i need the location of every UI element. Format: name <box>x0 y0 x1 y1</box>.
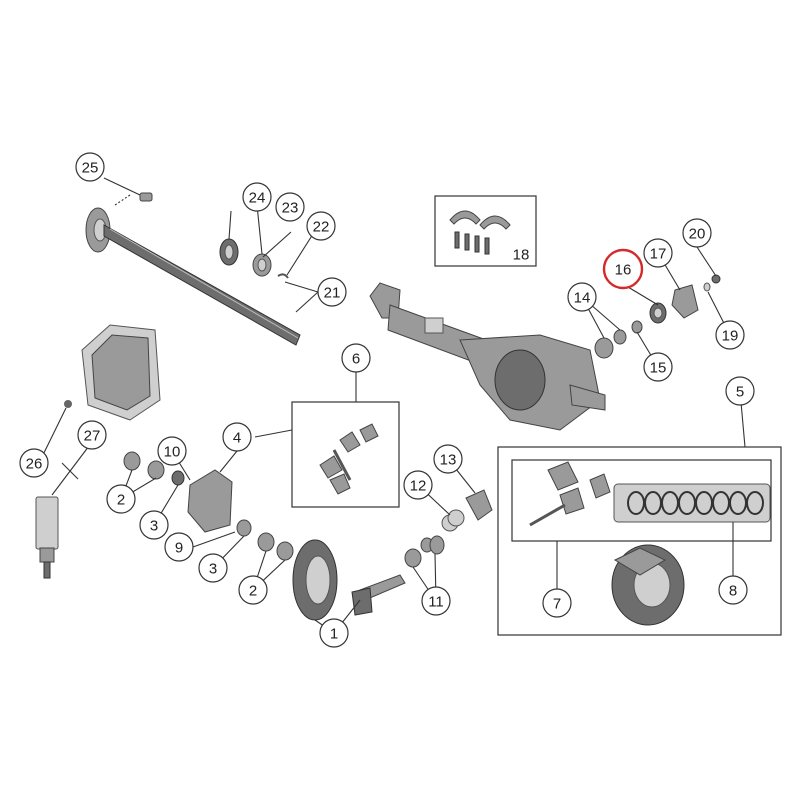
axle-shaft <box>85 207 301 346</box>
box-7 <box>511 459 772 542</box>
svg-text:18: 18 <box>513 247 530 264</box>
svg-text:27: 27 <box>84 428 101 445</box>
svg-text:11: 11 <box>428 594 444 611</box>
svg-text:20: 20 <box>689 226 706 243</box>
callout-23: 23 <box>275 192 305 222</box>
axle-housing <box>369 282 606 431</box>
callout-16: 16 <box>602 248 644 290</box>
svg-text:16: 16 <box>615 262 632 279</box>
retaining-clip <box>277 273 289 279</box>
pinion-nut <box>465 489 493 521</box>
svg-text:13: 13 <box>440 452 457 469</box>
box-5 <box>497 446 782 636</box>
callout-4: 4 <box>222 422 252 452</box>
svg-text:26: 26 <box>26 456 43 473</box>
svg-text:12: 12 <box>410 478 427 495</box>
carrier-bearings-left <box>123 451 294 561</box>
axle-seal <box>219 238 239 266</box>
svg-text:1: 1 <box>330 626 338 643</box>
svg-text:22: 22 <box>313 219 330 236</box>
callout-11: 11 <box>421 586 451 616</box>
callout-24: 24 <box>242 182 272 212</box>
callout-6: 6 <box>341 343 371 373</box>
callout-13: 13 <box>433 444 463 474</box>
svg-text:5: 5 <box>736 384 744 401</box>
callout-27: 27 <box>77 420 107 450</box>
sealant-tube <box>35 496 59 579</box>
svg-text:2: 2 <box>117 492 125 509</box>
callout-12: 12 <box>403 470 433 500</box>
callout-21: 21 <box>317 277 347 307</box>
svg-text:9: 9 <box>175 540 183 557</box>
crush-sleeve <box>441 509 465 532</box>
callout-7: 7 <box>542 588 572 618</box>
callout-17: 17 <box>643 238 673 268</box>
lsd-carrier <box>611 544 685 626</box>
callout-19: 19 <box>715 320 745 350</box>
svg-text:8: 8 <box>729 583 737 600</box>
svg-text:21: 21 <box>324 285 341 302</box>
pinion-parts <box>594 274 721 359</box>
svg-text:14: 14 <box>574 290 591 307</box>
callout-5: 5 <box>725 376 755 406</box>
svg-text:10: 10 <box>164 444 181 461</box>
u-bolt-straps <box>449 210 511 255</box>
wheel-stud <box>114 192 153 206</box>
callout-14: 14 <box>567 282 597 312</box>
diff-cover <box>64 324 161 421</box>
svg-text:17: 17 <box>650 246 667 263</box>
box-18 <box>434 195 537 267</box>
callout-15: 15 <box>643 352 673 382</box>
svg-text:2: 2 <box>249 583 257 600</box>
callout-25: 25 <box>75 152 105 182</box>
svg-text:3: 3 <box>209 561 217 578</box>
callout-22: 22 <box>306 211 336 241</box>
axle-bearing <box>252 253 272 277</box>
callout-9: 9 <box>164 532 194 562</box>
callout-3a: 3 <box>139 510 169 540</box>
svg-text:19: 19 <box>722 328 739 345</box>
svg-text:15: 15 <box>650 360 667 377</box>
svg-text:25: 25 <box>82 160 99 177</box>
callout-2b: 2 <box>238 575 268 605</box>
callout-20: 20 <box>682 218 712 248</box>
box-6 <box>291 401 400 508</box>
clutch-packs <box>613 483 771 523</box>
callout-1: 1 <box>319 618 349 648</box>
svg-text:7: 7 <box>553 596 561 613</box>
callout-10: 10 <box>157 436 187 466</box>
callout-2a: 2 <box>106 484 136 514</box>
callout-8: 8 <box>718 575 748 605</box>
svg-text:3: 3 <box>150 518 158 535</box>
lsd-internals <box>529 461 611 527</box>
callout-26: 26 <box>19 448 49 478</box>
callout-3b: 3 <box>198 553 228 583</box>
ring-and-pinion <box>292 539 406 621</box>
spider-gears <box>319 423 379 495</box>
callout-18: 18 <box>513 247 530 264</box>
pinion-bearings <box>404 535 445 568</box>
svg-text:4: 4 <box>233 430 241 447</box>
svg-text:6: 6 <box>352 351 360 368</box>
svg-text:23: 23 <box>282 200 299 217</box>
svg-text:24: 24 <box>249 190 266 207</box>
